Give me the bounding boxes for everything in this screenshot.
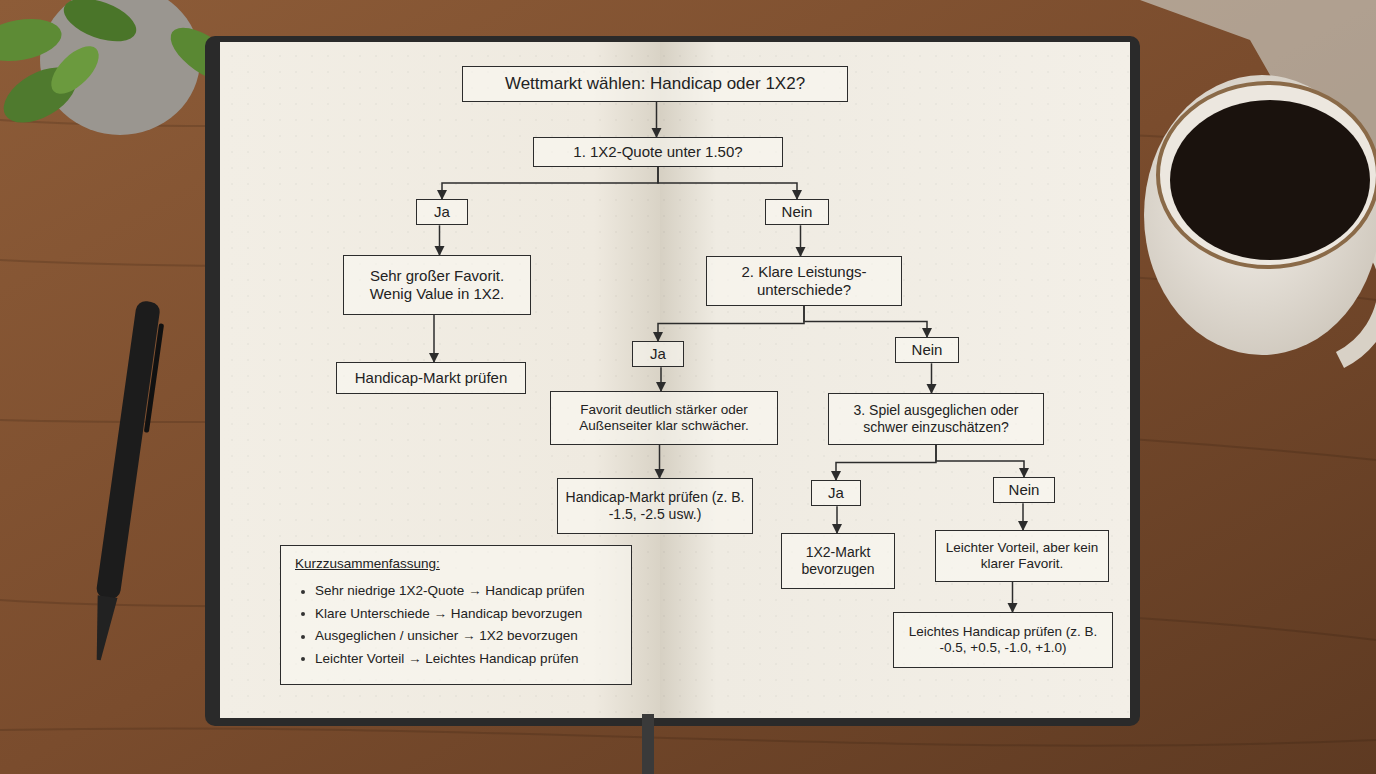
- flow-arrow: [659, 445, 661, 478]
- node-text: Nein: [1009, 481, 1040, 499]
- node-text: Favorit deutlich stärker oder Außenseite…: [557, 402, 771, 435]
- leaf: [0, 13, 65, 67]
- coffee: [1170, 100, 1370, 260]
- decision-box: 2. Klare Leistungs- unterschiede?: [706, 256, 902, 306]
- flow-arrow: [936, 445, 1024, 477]
- leaf: [43, 38, 107, 102]
- pen-body: [95, 300, 161, 600]
- flow-arrow: [658, 306, 804, 341]
- decision-box: 3. Spiel ausgeglichen oder schwer einzus…: [828, 393, 1044, 445]
- flow-arrow: [442, 167, 658, 199]
- result-box: 1X2-Markt bevorzugen: [781, 533, 895, 589]
- result-box: Handicap-Markt prüfen (z. B. -1.5, -2.5 …: [557, 478, 753, 534]
- summary-item: Leichter Vorteil → Leichtes Handicap prü…: [315, 651, 578, 667]
- pen: [87, 300, 167, 663]
- flow-arrow: [433, 315, 435, 362]
- flow-arrow: [800, 225, 802, 256]
- node-text: Handicap-Markt prüfen (z. B. -1.5, -2.5 …: [564, 489, 746, 523]
- node-text: 3. Spiel ausgeglichen oder schwer einzus…: [835, 402, 1037, 436]
- node-text: Leichter Vorteil, aber kein klarer Favor…: [942, 540, 1102, 573]
- plant-pot: [40, 0, 200, 135]
- mug-body: [1144, 75, 1376, 355]
- process-box: Sehr großer Favorit. Wenig Value in 1X2.: [343, 255, 531, 315]
- leaf: [58, 0, 142, 50]
- node-text: Nein: [912, 341, 943, 359]
- bullet-dot: [301, 612, 305, 616]
- answer-box: Ja: [811, 480, 861, 506]
- pen-clip: [144, 323, 164, 433]
- node-text: Ja: [828, 484, 844, 502]
- process-box: Leichter Vorteil, aber kein klarer Favor…: [935, 530, 1109, 582]
- decision-box: 1. 1X2-Quote unter 1.50?: [533, 137, 783, 167]
- node-text: 1. 1X2-Quote unter 1.50?: [573, 143, 742, 161]
- flow-arrow: [931, 363, 933, 393]
- summary-row: Ausgeglichen / unsicher → 1X2 bevorzugen: [301, 628, 578, 644]
- summary-item: Sehr niedrige 1X2-Quote → Handicap prüfe…: [315, 583, 584, 599]
- summary-heading: Kurzzusammenfassung:: [295, 556, 440, 572]
- flow-arrow: [1012, 582, 1014, 612]
- flow-arrow: [656, 102, 658, 137]
- node-text: 2. Klare Leistungs- unterschiede?: [713, 263, 895, 300]
- summary-row: Sehr niedrige 1X2-Quote → Handicap prüfe…: [301, 583, 584, 599]
- title-box: Wettmarkt wählen: Handicap oder 1X2?: [462, 66, 848, 102]
- node-text: 1X2-Markt bevorzugen: [788, 544, 888, 578]
- node-text: Wettmarkt wählen: Handicap oder 1X2?: [505, 74, 805, 95]
- summary-row: Klare Unterschiede → Handicap bevorzugen: [301, 606, 582, 622]
- process-box: Favorit deutlich stärker oder Außenseite…: [550, 391, 778, 445]
- node-text: Sehr großer Favorit. Wenig Value in 1X2.: [350, 267, 524, 304]
- answer-box: Ja: [416, 199, 468, 225]
- flow-arrow: [836, 506, 838, 533]
- page-grid: [220, 42, 1130, 718]
- node-text: Ja: [650, 345, 666, 363]
- bullet-dot: [301, 657, 305, 661]
- summary-item: Klare Unterschiede → Handicap bevorzugen: [315, 606, 582, 622]
- bullet-dot: [301, 590, 305, 594]
- notebook-cover: [205, 36, 1140, 726]
- flow-arrow: [658, 167, 797, 199]
- summary-row: Leichter Vorteil → Leichtes Handicap prü…: [301, 651, 578, 667]
- result-box: Handicap-Markt prüfen: [336, 362, 526, 394]
- node-text: Nein: [782, 203, 813, 221]
- result-box: Leichtes Handicap prüfen (z. B. -0.5, +0…: [893, 612, 1113, 668]
- bookmark-ribbon: [642, 714, 654, 774]
- answer-box: Ja: [632, 341, 684, 367]
- mug-rim: [1158, 83, 1376, 267]
- answer-box: Nein: [895, 337, 959, 363]
- coffee-mug: [1144, 75, 1376, 360]
- answer-box: Nein: [993, 477, 1055, 503]
- flow-arrow: [804, 306, 927, 337]
- node-text: Ja: [434, 203, 450, 221]
- flow-arrow: [1022, 503, 1024, 530]
- flow-arrow: [836, 445, 936, 480]
- summary-item: Ausgeglichen / unsicher → 1X2 bevorzugen: [315, 628, 578, 644]
- bullet-dot: [301, 635, 305, 639]
- node-text: Leichtes Handicap prüfen (z. B. -0.5, +0…: [900, 624, 1106, 657]
- flow-arrow: [439, 225, 441, 255]
- summary-box: Kurzzusammenfassung: Sehr niedrige 1X2-Qu…: [280, 545, 632, 685]
- pen-tip: [89, 595, 118, 661]
- flow-arrow: [660, 367, 662, 391]
- node-text: Handicap-Markt prüfen: [355, 369, 508, 387]
- answer-box: Nein: [765, 199, 829, 225]
